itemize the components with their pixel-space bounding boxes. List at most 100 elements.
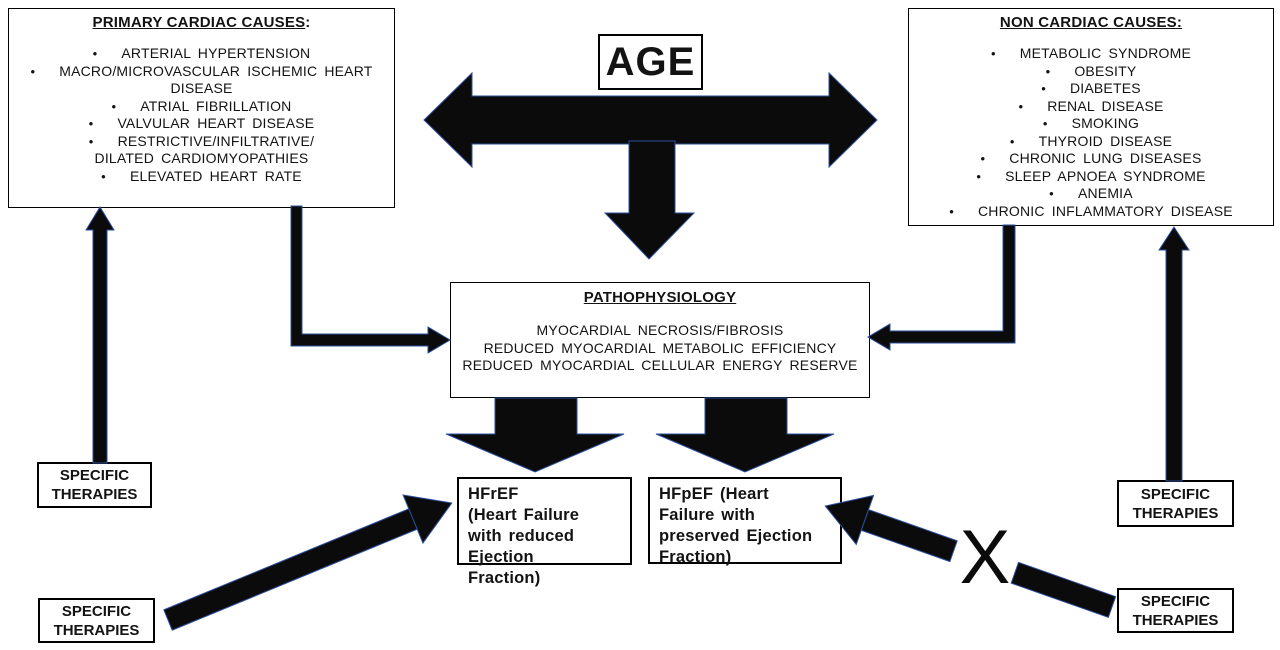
- list-item-text: preserved Ejection: [659, 527, 813, 545]
- bullet-icon: •: [1042, 116, 1048, 131]
- bullet-icon: •: [101, 168, 106, 184]
- list-item: HFpEF (Heart: [659, 484, 831, 505]
- list-item: (Heart Failure: [468, 505, 621, 526]
- list-item: •VALVULAR HEART DISEASE: [9, 115, 394, 133]
- x-cross-out-mark: X: [959, 515, 1011, 600]
- list-item-text: MYOCARDIAL NECROSIS/FIBROSIS: [536, 322, 784, 338]
- specific-therapies-box-bottom-left: SPECIFIC THERAPIES: [38, 598, 155, 643]
- list-item-text: DISEASE: [170, 80, 233, 96]
- list-item: •MACRO/MICROVASCULAR ISCHEMIC HEART: [9, 63, 394, 81]
- list-item-text: CHRONIC INFLAMMATORY DISEASE: [977, 202, 1233, 219]
- bullet-icon: •: [976, 168, 982, 184]
- list-item-text: HFpEF (Heart: [659, 485, 769, 503]
- list-item: Fraction): [659, 547, 831, 568]
- age-box: AGE: [598, 34, 703, 90]
- bullet-icon: •: [949, 203, 954, 219]
- non-cardiac-causes-title: NON CARDIAC CAUSES:: [999, 14, 1183, 31]
- list-item: REDUCED MYOCARDIAL METABOLIC EFFICIENCY: [451, 340, 869, 358]
- age-down-arrow: [603, 140, 696, 260]
- bullet-icon: •: [990, 46, 996, 61]
- list-item-text: ANEMIA: [1077, 185, 1133, 201]
- list-item: • SLEEP APNOEA SYNDROME: [909, 168, 1273, 186]
- list-item-text: VALVULAR HEART DISEASE: [117, 115, 315, 131]
- list-item: Fraction): [468, 568, 621, 589]
- list-item-text: HFrEF: [468, 485, 519, 503]
- primary-cardiac-causes-title: PRIMARY CARDIAC CAUSES:: [9, 14, 394, 32]
- list-item-text: with reduced: [468, 527, 575, 545]
- list-item-text: ATRIAL FIBRILLATION: [140, 97, 292, 114]
- bullet-icon: •: [980, 151, 986, 166]
- primary-cardiac-causes-box: PRIMARY CARDIAC CAUSES: • ARTERIAL HYPERT…: [8, 8, 395, 208]
- pathophysiology-to-hfref-arrow: [445, 397, 625, 473]
- list-item-text: RESTRICTIVE/INFILTRATIVE/: [117, 132, 315, 149]
- list-item-text: (Heart Failure: [468, 506, 580, 524]
- list-item: Failure with: [659, 505, 831, 526]
- bullet-icon: •: [1018, 98, 1024, 114]
- bullet-icon: •: [1045, 63, 1051, 79]
- pathophysiology-to-hfpef-arrow: [655, 397, 835, 473]
- specific-therapies-box-bottom-right: SPECIFIC THERAPIES: [1117, 588, 1234, 633]
- bullet-icon: •: [1009, 133, 1015, 149]
- list-item-text: REDUCED MYOCARDIAL METABOLIC EFFICIENCY: [483, 339, 837, 356]
- primary-to-pathophysiology-arrow: [290, 205, 451, 354]
- list-item: HFrEF: [468, 484, 621, 505]
- list-item: • ARTERIAL HYPERTENSION: [9, 45, 394, 63]
- list-item: REDUCED MYOCARDIAL CELLULAR ENERGY RESER…: [451, 357, 869, 375]
- list-item: •DIABETES: [909, 80, 1273, 98]
- list-item: DISEASE: [9, 80, 394, 98]
- pathophysiology-title: PATHOPHYSIOLOGY: [583, 289, 737, 306]
- list-item: • RESTRICTIVE/INFILTRATIVE/: [9, 133, 394, 151]
- list-item: • SMOKING: [909, 115, 1273, 133]
- list-item-text: Fraction): [468, 569, 541, 587]
- pathophysiology-box: PATHOPHYSIOLOGY MYOCARDIAL NECROSIS/FIBR…: [450, 282, 870, 398]
- bullet-icon: •: [1041, 81, 1046, 96]
- list-item: MYOCARDIAL NECROSIS/FIBROSIS: [451, 322, 869, 340]
- list-item-text: DILATED CARDIOMYOPATHIES: [94, 150, 309, 166]
- primary-cardiac-causes-title-text: PRIMARY CARDIAC CAUSES: [92, 14, 306, 31]
- primary-cardiac-causes-list: • ARTERIAL HYPERTENSION •MACRO/MICROVASCUL…: [9, 45, 394, 185]
- list-item: • CHRONIC INFLAMMATORY DISEASE: [909, 203, 1273, 221]
- specific-therapies-label: SPECIFIC THERAPIES: [53, 602, 140, 639]
- list-item: •ANEMIA: [909, 185, 1273, 203]
- list-item-text: Fraction): [659, 548, 732, 566]
- noncardiac-to-pathophysiology-arrow: [867, 224, 1016, 351]
- age-label: AGE: [605, 39, 696, 84]
- non-cardiac-causes-list: • METABOLIC SYNDROME • OBESITY•DIABETES•REN…: [909, 45, 1273, 220]
- list-item-text: SLEEP APNOEA SYNDROME: [1005, 167, 1206, 184]
- list-item: • OBESITY: [909, 63, 1273, 81]
- list-item-text: ARTERIAL HYPERTENSION: [121, 45, 311, 61]
- list-item: • ATRIAL FIBRILLATION: [9, 98, 394, 116]
- specific-therapies-box-top-left: SPECIFIC THERAPIES: [37, 462, 152, 508]
- therapies-to-primary-arrow: [85, 206, 115, 464]
- therapies-to-noncardiac-arrow: [1158, 226, 1190, 482]
- bullet-icon: •: [30, 63, 36, 79]
- bullet-icon: •: [88, 133, 94, 149]
- list-item-text: CHRONIC LUNG DISEASES: [1009, 150, 1202, 166]
- list-item-text: ELEVATED HEART RATE: [129, 167, 302, 184]
- list-item-text: OBESITY: [1074, 62, 1137, 79]
- specific-therapies-label: SPECIFIC THERAPIES: [51, 467, 138, 503]
- bullet-icon: •: [111, 98, 117, 114]
- list-item: preserved Ejection: [659, 526, 831, 547]
- specific-therapies-box-top-right: SPECIFIC THERAPIES: [1117, 480, 1234, 527]
- list-item: DILATED CARDIOMYOPATHIES: [9, 150, 394, 168]
- list-item: • ELEVATED HEART RATE: [9, 168, 394, 186]
- primary-cardiac-causes-title-colon: :: [305, 14, 311, 31]
- list-item-text: SMOKING: [1071, 115, 1140, 131]
- specific-therapies-label: SPECIFIC THERAPIES: [1132, 485, 1219, 522]
- bullet-icon: •: [92, 46, 98, 61]
- list-item-text: METABOLIC SYNDROME: [1019, 45, 1192, 61]
- list-item: with reduced: [468, 526, 621, 547]
- list-item: • METABOLIC SYNDROME: [909, 45, 1273, 63]
- list-item-text: Ejection: [468, 548, 534, 566]
- specific-therapies-label: SPECIFIC THERAPIES: [1132, 592, 1219, 629]
- therapies-to-hfref-arrow: [163, 494, 453, 631]
- list-item: •RENAL DISEASE: [909, 98, 1273, 116]
- list-item: • CHRONIC LUNG DISEASES: [909, 150, 1273, 168]
